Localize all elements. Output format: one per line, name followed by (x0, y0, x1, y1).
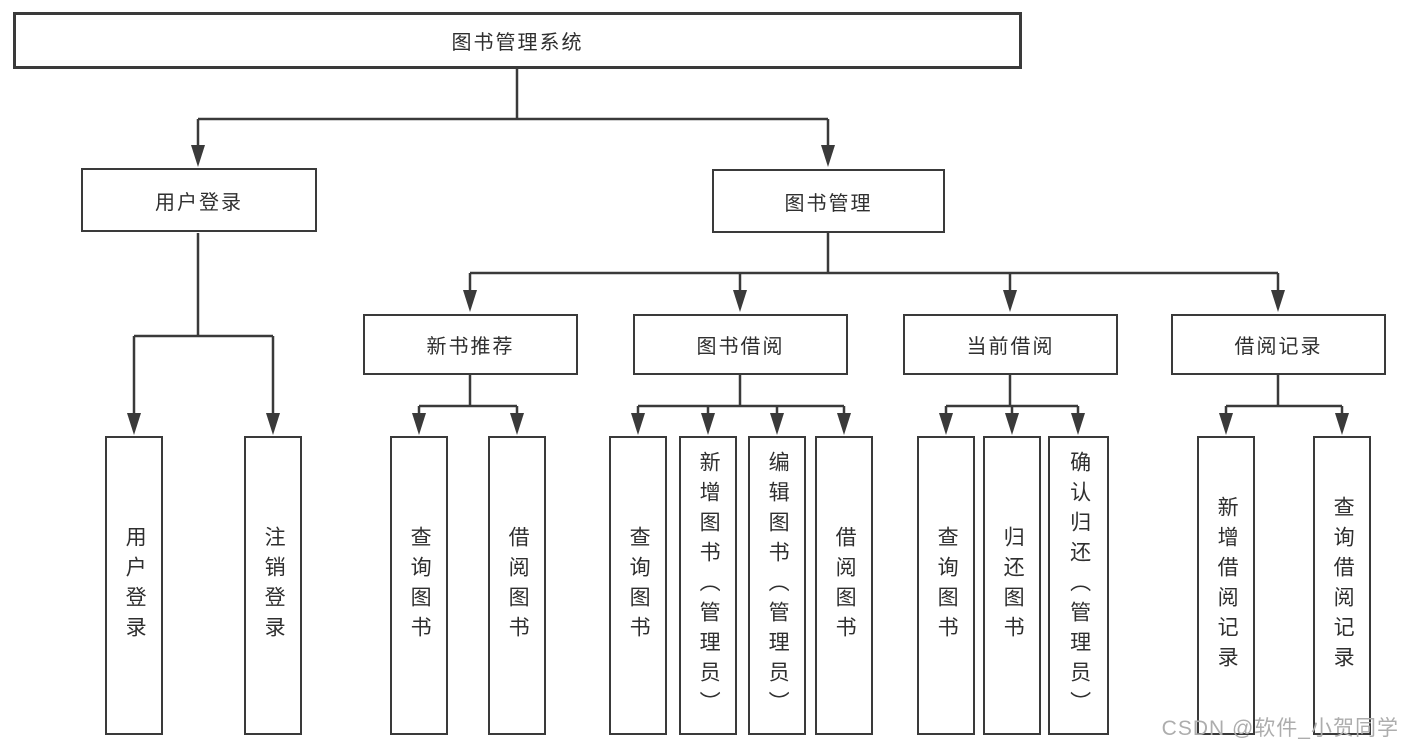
leaf-add-borrow-record: 新增借阅记录 (1197, 436, 1255, 735)
node-label: 新增图书（管理员） (697, 450, 721, 721)
arrowhead-icon (821, 145, 835, 167)
node-user-login: 用户登录 (81, 168, 317, 232)
node-library-system: 图书管理系统 (13, 12, 1022, 69)
arrowhead-icon (631, 413, 645, 435)
arrowhead-icon (266, 413, 280, 435)
node-label: 查询图书 (408, 525, 432, 646)
node-label: 查询图书 (935, 525, 959, 646)
node-label: 借阅记录 (1234, 336, 1323, 358)
leaf-confirm-return-admin: 确认归还（管理员） (1048, 436, 1109, 735)
arrowhead-icon (1071, 413, 1085, 435)
arrowhead-icon (1271, 290, 1285, 312)
node-label: 归还图书 (1001, 525, 1025, 646)
node-label: 新书推荐 (426, 336, 515, 358)
node-label: 新增借阅记录 (1215, 495, 1239, 676)
csdn-watermark: CSDN @软件_小贺同学 (1161, 717, 1399, 740)
arrowhead-icon (412, 413, 426, 435)
leaf-add-book-admin: 新增图书（管理员） (679, 436, 737, 735)
arrowhead-icon (510, 413, 524, 435)
arrowhead-icon (191, 145, 205, 167)
node-label: 借阅图书 (506, 525, 530, 646)
arrowhead-icon (127, 413, 141, 435)
node-label: 注销登录 (262, 525, 286, 646)
node-label: 查询图书 (627, 525, 651, 646)
leaf-borrow-books: 借阅图书 (815, 436, 873, 735)
node-label: 图书管理 (784, 192, 873, 215)
arrowhead-icon (1219, 413, 1233, 435)
arrowhead-icon (701, 413, 715, 435)
node-new-book-recommend: 新书推荐 (363, 314, 578, 375)
leaf-edit-book-admin: 编辑图书（管理员） (748, 436, 806, 735)
leaf-query-books-borrow: 查询图书 (609, 436, 667, 735)
node-current-borrow: 当前借阅 (903, 314, 1118, 375)
node-label: 当前借阅 (966, 336, 1055, 358)
leaf-borrow-books-recommend: 借阅图书 (488, 436, 546, 735)
leaf-query-borrow-record: 查询借阅记录 (1313, 436, 1371, 735)
node-label: 编辑图书（管理员） (766, 450, 790, 721)
node-label: 用户登录 (123, 525, 147, 646)
node-label: 图书借阅 (696, 336, 785, 358)
node-label: 借阅图书 (833, 525, 857, 646)
node-label: 用户登录 (155, 191, 243, 214)
arrowhead-icon (770, 413, 784, 435)
arrowhead-icon (463, 290, 477, 312)
leaf-return-books: 归还图书 (983, 436, 1041, 735)
leaf-user-login: 用户登录 (105, 436, 163, 735)
arrowhead-icon (837, 413, 851, 435)
node-book-borrow: 图书借阅 (633, 314, 848, 375)
node-borrow-records: 借阅记录 (1171, 314, 1386, 375)
leaf-logout: 注销登录 (244, 436, 302, 735)
node-book-management: 图书管理 (712, 169, 945, 233)
leaf-query-books-current: 查询图书 (917, 436, 975, 735)
arrowhead-icon (733, 290, 747, 312)
arrowhead-icon (1003, 290, 1017, 312)
node-label: 查询借阅记录 (1331, 495, 1355, 676)
node-label: 图书管理系统 (451, 32, 584, 54)
arrowhead-icon (1335, 413, 1349, 435)
arrowhead-icon (1005, 413, 1019, 435)
arrowhead-icon (939, 413, 953, 435)
arrowheads (127, 145, 1349, 435)
connector-lines (132, 69, 1344, 418)
leaf-query-books-recommend: 查询图书 (390, 436, 448, 735)
node-label: 确认归还（管理员） (1067, 450, 1091, 721)
